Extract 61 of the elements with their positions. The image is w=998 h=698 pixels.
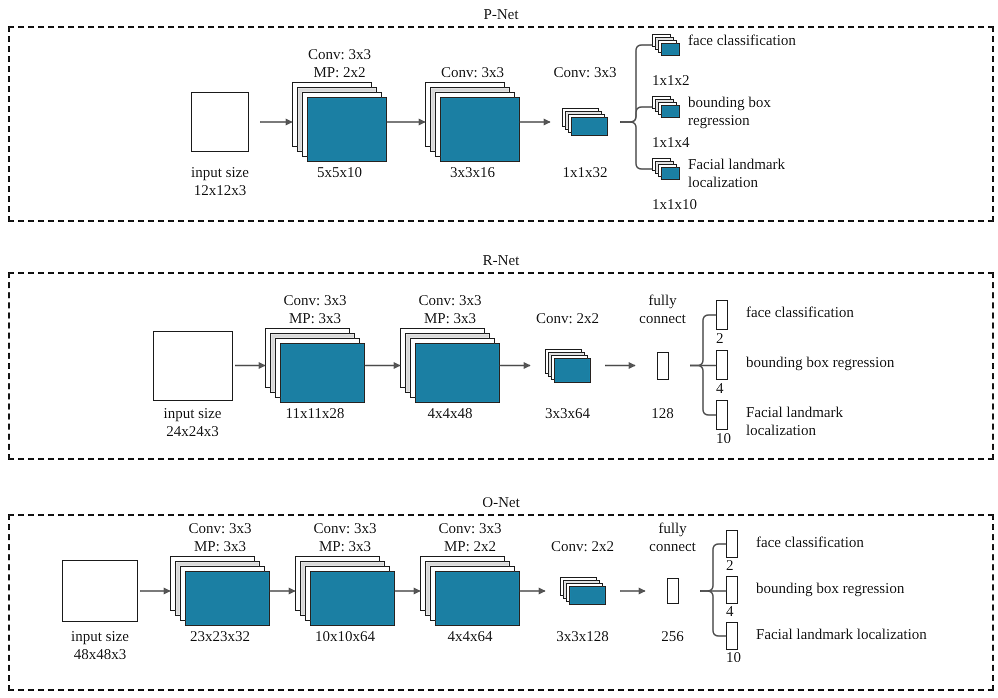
arrow <box>140 588 171 594</box>
output-size-label: 2 <box>716 330 724 348</box>
output-size-label: 11x11x28 <box>286 405 344 423</box>
layer-label: Conv: 3x3 MP: 3x3 <box>282 292 348 328</box>
output-size-label: 128 <box>651 405 674 423</box>
output-size-label: 256 <box>661 628 684 646</box>
output-size-label: 10 <box>716 430 731 448</box>
output-size-label: 4 <box>716 380 724 398</box>
arrow <box>235 362 266 369</box>
output-name-label: face classification <box>688 32 797 50</box>
output-size-label: 3x3x128 <box>556 628 609 646</box>
output-size-label: 3x3x64 <box>545 405 590 423</box>
output-size-label: 10 <box>726 649 741 667</box>
layer-label: Conv: 3x3 MP: 2x2 <box>307 46 372 82</box>
output-size-label: 1x1x4 <box>652 134 690 152</box>
arrow <box>520 588 546 594</box>
layer-label: Conv: 3x3 <box>441 64 504 82</box>
branch-line <box>620 121 652 170</box>
arrow <box>500 362 531 369</box>
input-size-label: input size 24x24x3 <box>162 405 222 441</box>
output-size-label: 2 <box>726 557 734 575</box>
arrow <box>395 588 421 594</box>
layer-label: fully connect <box>648 520 697 556</box>
output-size-label: 1x1x10 <box>652 196 697 214</box>
arrow <box>260 118 293 126</box>
output-name-label: bounding box regression <box>756 580 906 598</box>
output-size-label: 10x10x64 <box>315 628 375 646</box>
layer-label: fully connect <box>638 292 687 328</box>
output-size-label: 4x4x64 <box>448 628 492 646</box>
output-size-label: 1x1x32 <box>562 164 608 182</box>
layer-label: Conv: 3x3 MP: 3x3 <box>188 520 252 556</box>
input-size-label: input size 48x48x3 <box>70 628 130 664</box>
layer-label: Conv: 3x3 <box>554 64 616 82</box>
output-name-label: bounding box regression <box>688 94 772 130</box>
panel-title: R-Net <box>482 252 520 270</box>
panel-title: O-Net <box>482 494 520 512</box>
output-name-label: face classification <box>756 534 865 552</box>
layer-label: Conv: 3x3 MP: 3x3 <box>312 520 378 556</box>
output-size-label: 3x3x16 <box>450 164 495 182</box>
output-size-label: 1x1x2 <box>652 72 690 90</box>
layer-label: Conv: 3x3 MP: 3x3 <box>418 292 482 328</box>
layer-label: Conv: 2x2 <box>536 310 599 328</box>
output-name-label: Facial landmark localization <box>756 626 928 644</box>
output-size-label: 23x23x32 <box>190 628 250 646</box>
output-name-label: Facial landmark localization <box>688 156 786 192</box>
input-size-label: input size 12x12x3 <box>190 164 250 200</box>
output-name-label: face classification <box>746 304 855 322</box>
output-size-label: 4x4x48 <box>428 405 472 423</box>
arrow <box>620 588 646 594</box>
layer-label: Conv: 2x2 <box>551 538 614 556</box>
output-name-label: Facial landmark localization <box>746 404 844 440</box>
arrow <box>605 362 636 369</box>
panel-title: P-Net <box>484 6 518 24</box>
output-name-label: bounding box regression <box>746 354 896 372</box>
output-size-label: 4 <box>726 603 734 621</box>
layer-label: Conv: 3x3 MP: 2x2 <box>438 520 502 556</box>
arrow <box>270 588 296 594</box>
output-size-label: 5x5x10 <box>317 164 362 182</box>
arrow <box>387 118 426 126</box>
arrow <box>365 362 401 369</box>
arrow <box>520 118 551 126</box>
